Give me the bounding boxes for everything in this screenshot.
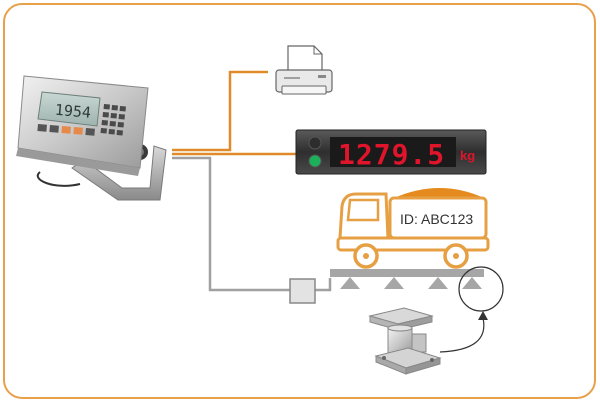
zoom-circle: [458, 266, 504, 312]
truck-id: ID: ABC123: [400, 211, 473, 227]
diagram-frame: [3, 3, 596, 399]
junction-box-icon: [289, 278, 316, 304]
junction-line: [172, 156, 290, 292]
platform-line: [315, 278, 332, 292]
truck-wheels: [353, 243, 469, 269]
display-value: 1279.5: [338, 138, 445, 171]
zoom-arrow: [439, 317, 485, 353]
display-unit: kg: [460, 148, 475, 163]
printer-line: [172, 70, 268, 152]
printer-icon: [275, 45, 333, 95]
remote-display: 1279.5 kg: [295, 129, 487, 175]
truck: ID: ABC123: [336, 188, 490, 269]
load-cell-icon: [368, 307, 442, 375]
weighing-indicator: 1954: [16, 75, 167, 201]
connection-lines: [172, 70, 332, 292]
traffic-light-icon: [308, 136, 322, 168]
indicator-reading: 1954: [54, 101, 92, 122]
truck-load: [394, 188, 484, 198]
weighbridge-platform: [330, 269, 484, 289]
